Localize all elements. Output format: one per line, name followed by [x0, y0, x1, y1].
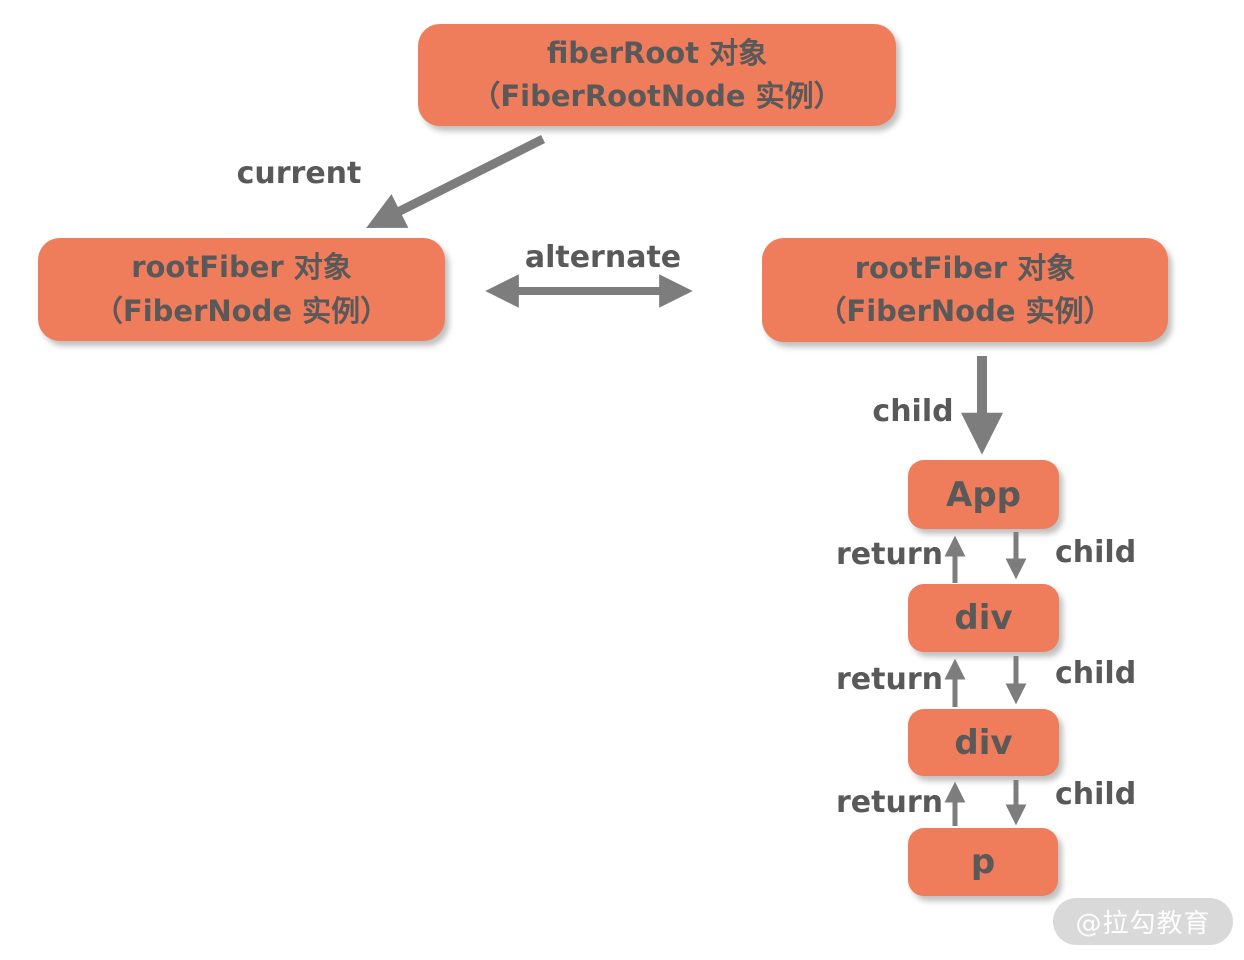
node-root-fiber-right-line2: （FiberNode 实例） [817, 294, 1113, 328]
node-app-label: App [946, 474, 1021, 515]
watermark-badge: @拉勾教育 [1053, 898, 1233, 945]
node-root-fiber-left: rootFiber 对象 （FiberNode 实例） [38, 238, 445, 341]
node-fiber-root: fiberRoot 对象 （FiberRootNode 实例） [418, 24, 896, 126]
label-child-root: child [872, 394, 954, 429]
node-root-fiber-left-line1: rootFiber 对象 [131, 250, 352, 284]
label-return-2: return [836, 662, 943, 697]
node-p: p [908, 828, 1058, 896]
label-return-3: return [836, 785, 943, 820]
label-return-1: return [836, 537, 943, 572]
label-child-3: child [1055, 777, 1137, 812]
node-div-outer-label: div [954, 598, 1013, 638]
label-child-1: child [1055, 535, 1137, 570]
node-fiber-root-line1: fiberRoot 对象 [546, 35, 768, 70]
node-root-fiber-left-line2: （FiberNode 实例） [93, 293, 390, 328]
node-root-fiber-right: rootFiber 对象 （FiberNode 实例） [762, 238, 1168, 342]
node-div-inner-label: div [954, 722, 1013, 763]
label-child-2: child [1055, 656, 1137, 691]
node-div-inner: div [908, 709, 1059, 776]
node-root-fiber-right-line1: rootFiber 对象 [854, 250, 1076, 285]
current-arrow [366, 134, 546, 228]
label-alternate: alternate [524, 240, 682, 275]
node-div-outer: div [908, 584, 1059, 652]
label-current: current [236, 156, 362, 191]
node-fiber-root-line2: （FiberRootNode 实例） [471, 79, 843, 113]
node-app: App [908, 460, 1059, 529]
node-p-label: p [970, 842, 996, 882]
